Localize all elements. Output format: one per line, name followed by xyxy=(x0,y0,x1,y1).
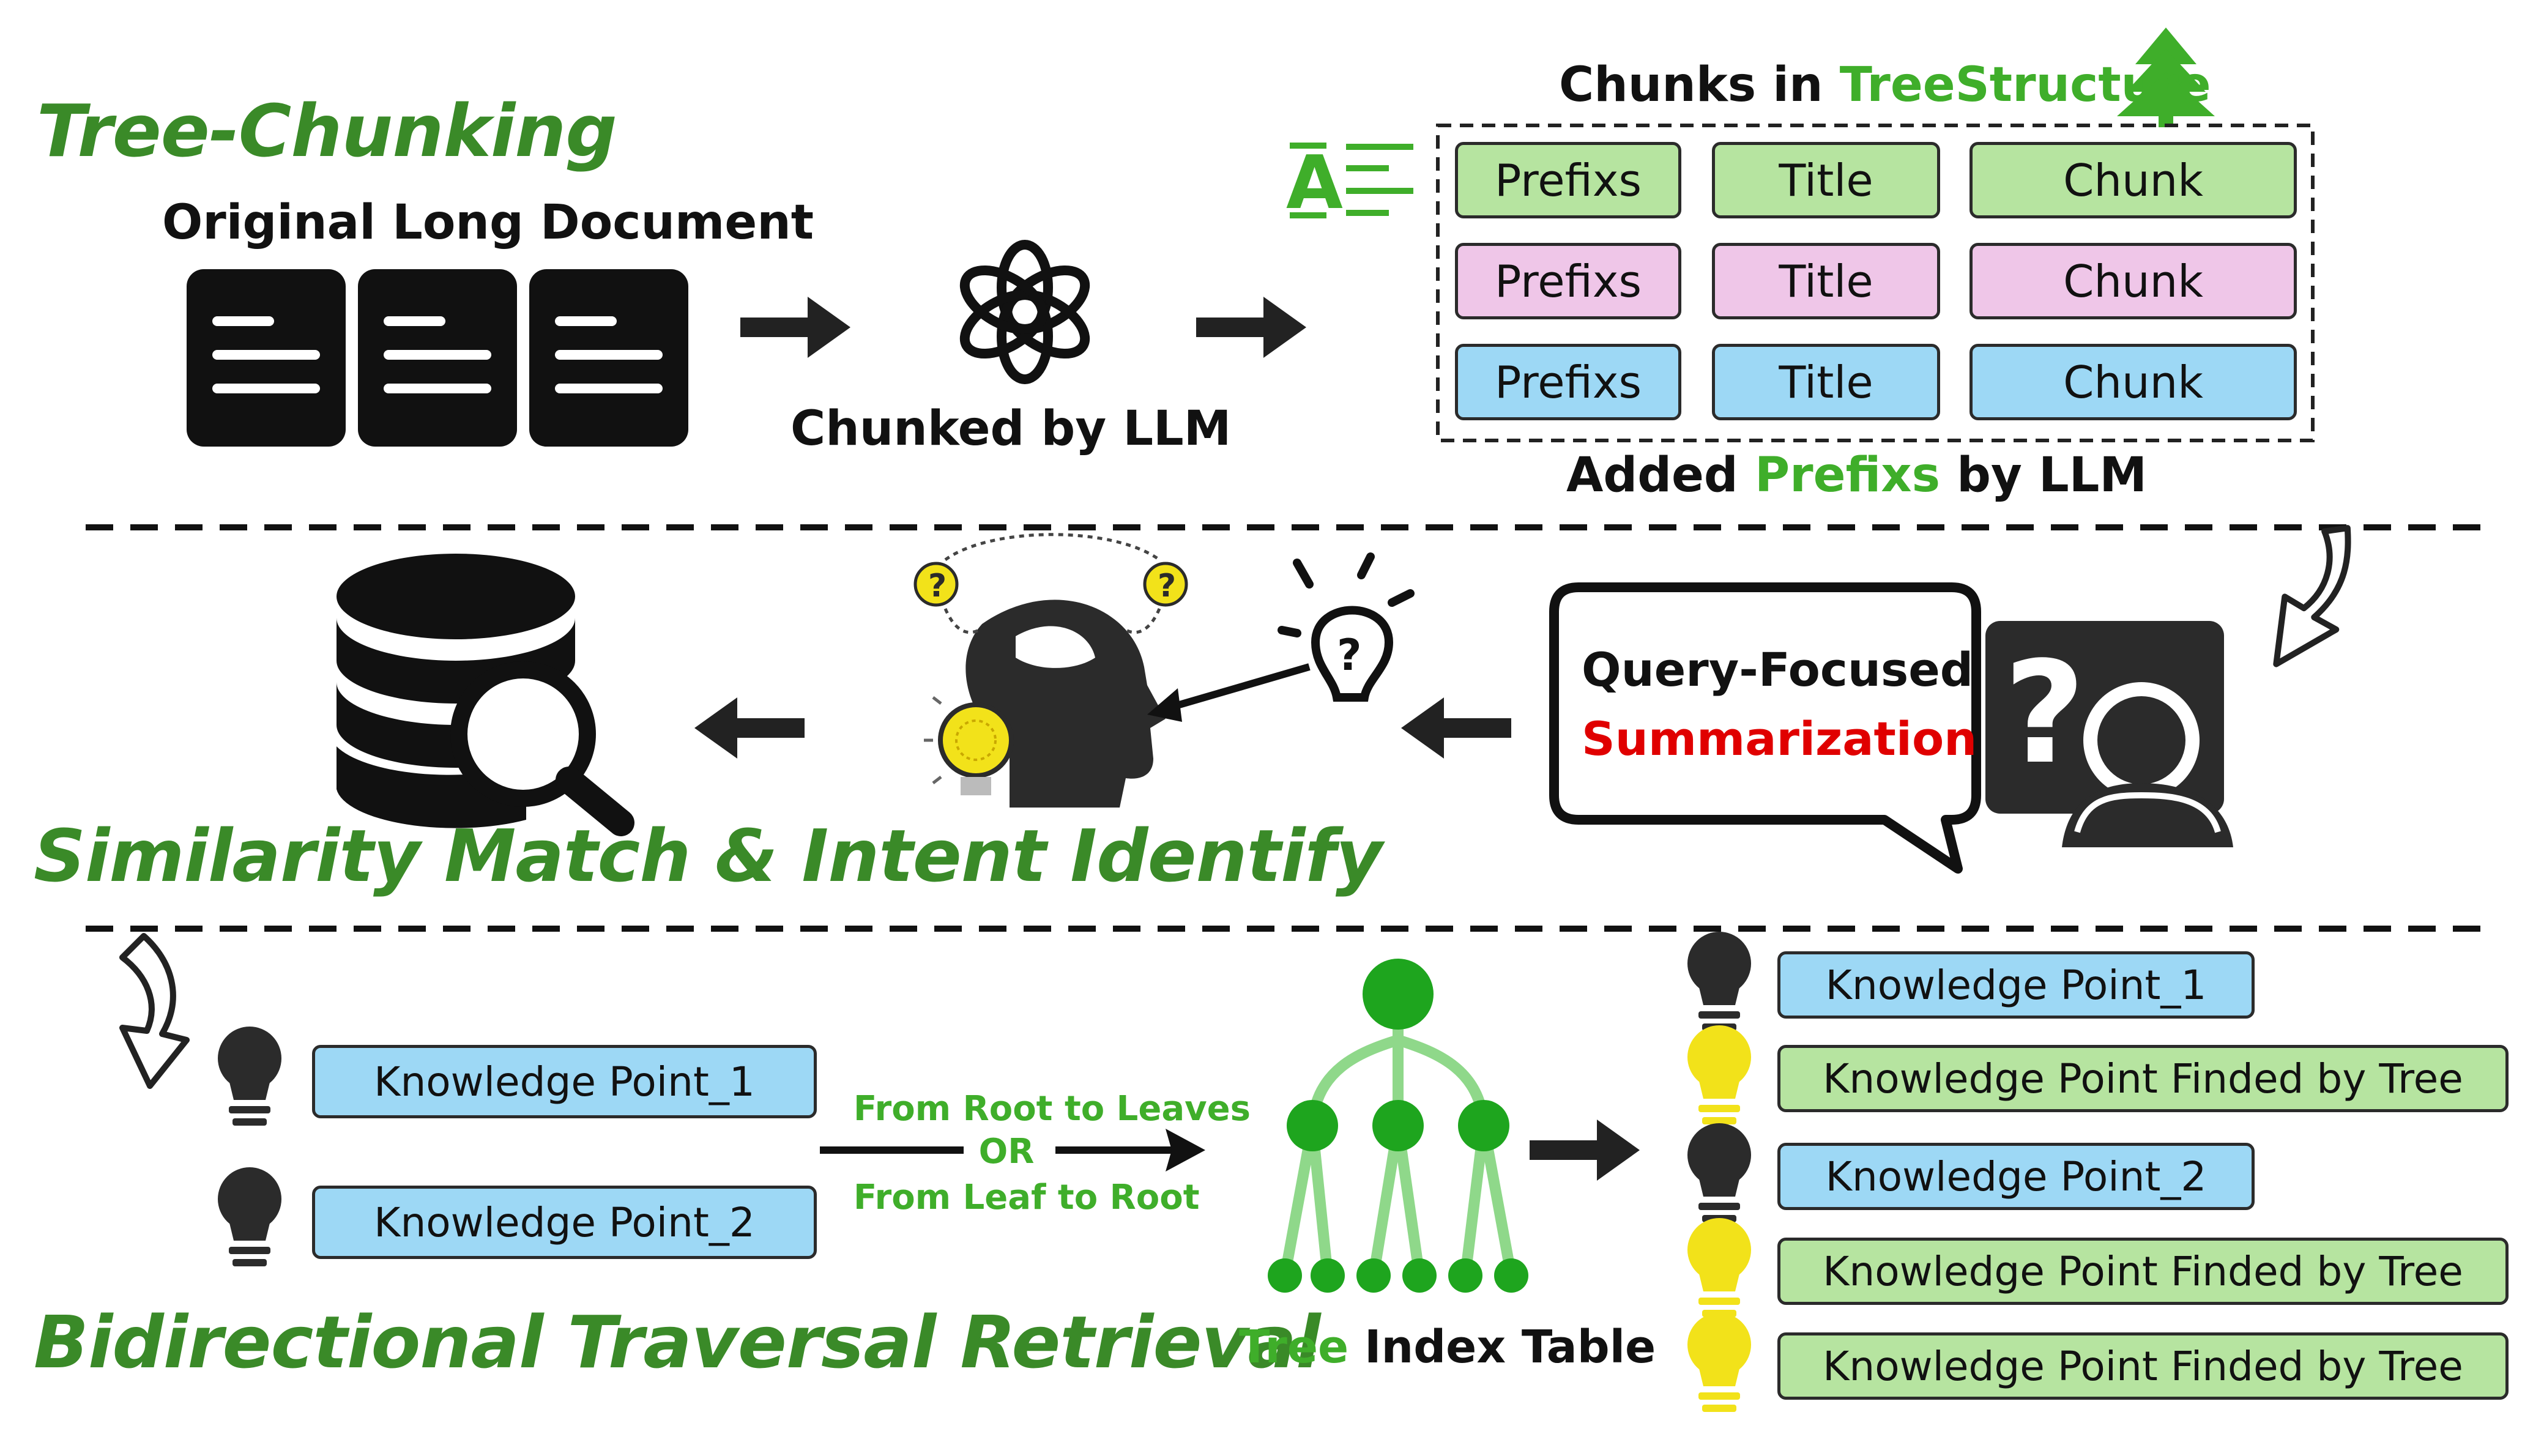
result-knowledge-point: Knowledge Point Finded by Tree xyxy=(1777,1238,2509,1305)
chunk-cell: Chunk xyxy=(1969,142,2297,218)
section-title-retrieval: Bidirectional Traversal Retrieval xyxy=(34,1300,1321,1384)
dark-bulb-icon xyxy=(218,1167,281,1266)
document-icon xyxy=(187,269,688,447)
prefix-cell: Prefixs xyxy=(1455,344,1681,420)
chunk-cell: Chunk xyxy=(1969,243,2297,319)
arrow-left-icon xyxy=(1401,697,1511,759)
text-format-icon: A xyxy=(1286,141,1413,226)
yellow-bulb-icon xyxy=(1687,1025,1751,1124)
yellow-bulb-icon xyxy=(1687,1218,1751,1317)
title-cell: Title xyxy=(1712,142,1940,218)
database-search-icon xyxy=(337,554,634,836)
section-title-chunking: Tree-Chunking xyxy=(37,89,617,173)
curved-arrow-down-left-icon xyxy=(2273,525,2351,667)
prefix-cell: Prefixs xyxy=(1455,142,1681,218)
result-knowledge-point: Knowledge Point_2 xyxy=(1777,1143,2255,1210)
traversal-arrow xyxy=(820,1129,1205,1172)
title-cell: Title xyxy=(1712,243,1940,319)
llm-logo-icon xyxy=(959,240,1090,384)
arrow-right-icon xyxy=(1196,297,1306,358)
curved-arrow-down-icon xyxy=(119,933,190,1089)
knowledge-point-box: Knowledge Point_2 xyxy=(312,1186,817,1259)
dark-bulb-icon xyxy=(1687,932,1751,1031)
svg-text:?: ? xyxy=(1337,630,1362,680)
arrow-left-icon xyxy=(694,697,805,759)
query-focused-label: Query-Focused xyxy=(1582,642,1974,697)
tree-index-rest: Index Table xyxy=(1348,1321,1656,1373)
section-title-similarity: Similarity Match & Intent Identify xyxy=(34,814,1383,898)
traversal-leaf-to-root: From Leaf to Root xyxy=(854,1178,1200,1217)
structure-title: Chunks in TreeStructure xyxy=(1559,61,2211,109)
result-knowledge-point: Knowledge Point Finded by Tree xyxy=(1777,1332,2509,1400)
traversal-or: OR xyxy=(978,1132,1035,1172)
dark-bulb-icon xyxy=(218,1027,281,1126)
yellow-bulb-icon xyxy=(1687,1313,1751,1412)
result-knowledge-point: Knowledge Point Finded by Tree xyxy=(1777,1045,2509,1112)
chunked-by-llm-label: Chunked by LLM xyxy=(790,401,1232,456)
arrow-into-head-icon xyxy=(1147,663,1311,722)
structure-title-highlight: TreeStructure xyxy=(1839,58,2211,113)
svg-text:?: ? xyxy=(1158,568,1176,604)
result-knowledge-point: Knowledge Point_1 xyxy=(1777,951,2255,1019)
added-prefix-text: Added xyxy=(1566,448,1755,503)
added-prefix-highlight: Prefixs xyxy=(1754,448,1941,503)
arrow-right-icon xyxy=(1530,1120,1640,1181)
added-prefix-suffix: by LLM xyxy=(1940,448,2148,503)
knowledge-point-box: Knowledge Point_1 xyxy=(312,1045,817,1118)
idea-icon: ? xyxy=(1278,552,1415,702)
summarization-label: Summarization xyxy=(1582,711,1977,766)
tree-index-table-label: Tree Index Table xyxy=(1239,1324,1656,1370)
arrow-right-icon xyxy=(740,297,850,358)
tree-index-highlight: Tree xyxy=(1239,1321,1349,1373)
dark-bulb-icon xyxy=(1687,1123,1751,1222)
user-question-icon: ? xyxy=(1985,621,2233,847)
added-prefix-label: Added Prefixs by LLM xyxy=(1566,451,2147,499)
structure-title-prefix: Chunks in xyxy=(1559,58,1840,113)
traversal-root-to-leaves: From Root to Leaves xyxy=(854,1089,1251,1129)
tree-index-icon xyxy=(1268,959,1528,1293)
original-document-label: Original Long Document xyxy=(162,195,814,250)
thinking-head-icon: ? ? xyxy=(913,533,1188,808)
pine-tree-icon xyxy=(2117,28,2215,127)
speech-bubble xyxy=(1549,582,1981,874)
svg-text:A: A xyxy=(1286,141,1343,226)
svg-text:?: ? xyxy=(2004,632,2085,795)
svg-text:?: ? xyxy=(928,568,947,604)
prefix-cell: Prefixs xyxy=(1455,243,1681,319)
chunk-cell: Chunk xyxy=(1969,344,2297,420)
title-cell: Title xyxy=(1712,344,1940,420)
